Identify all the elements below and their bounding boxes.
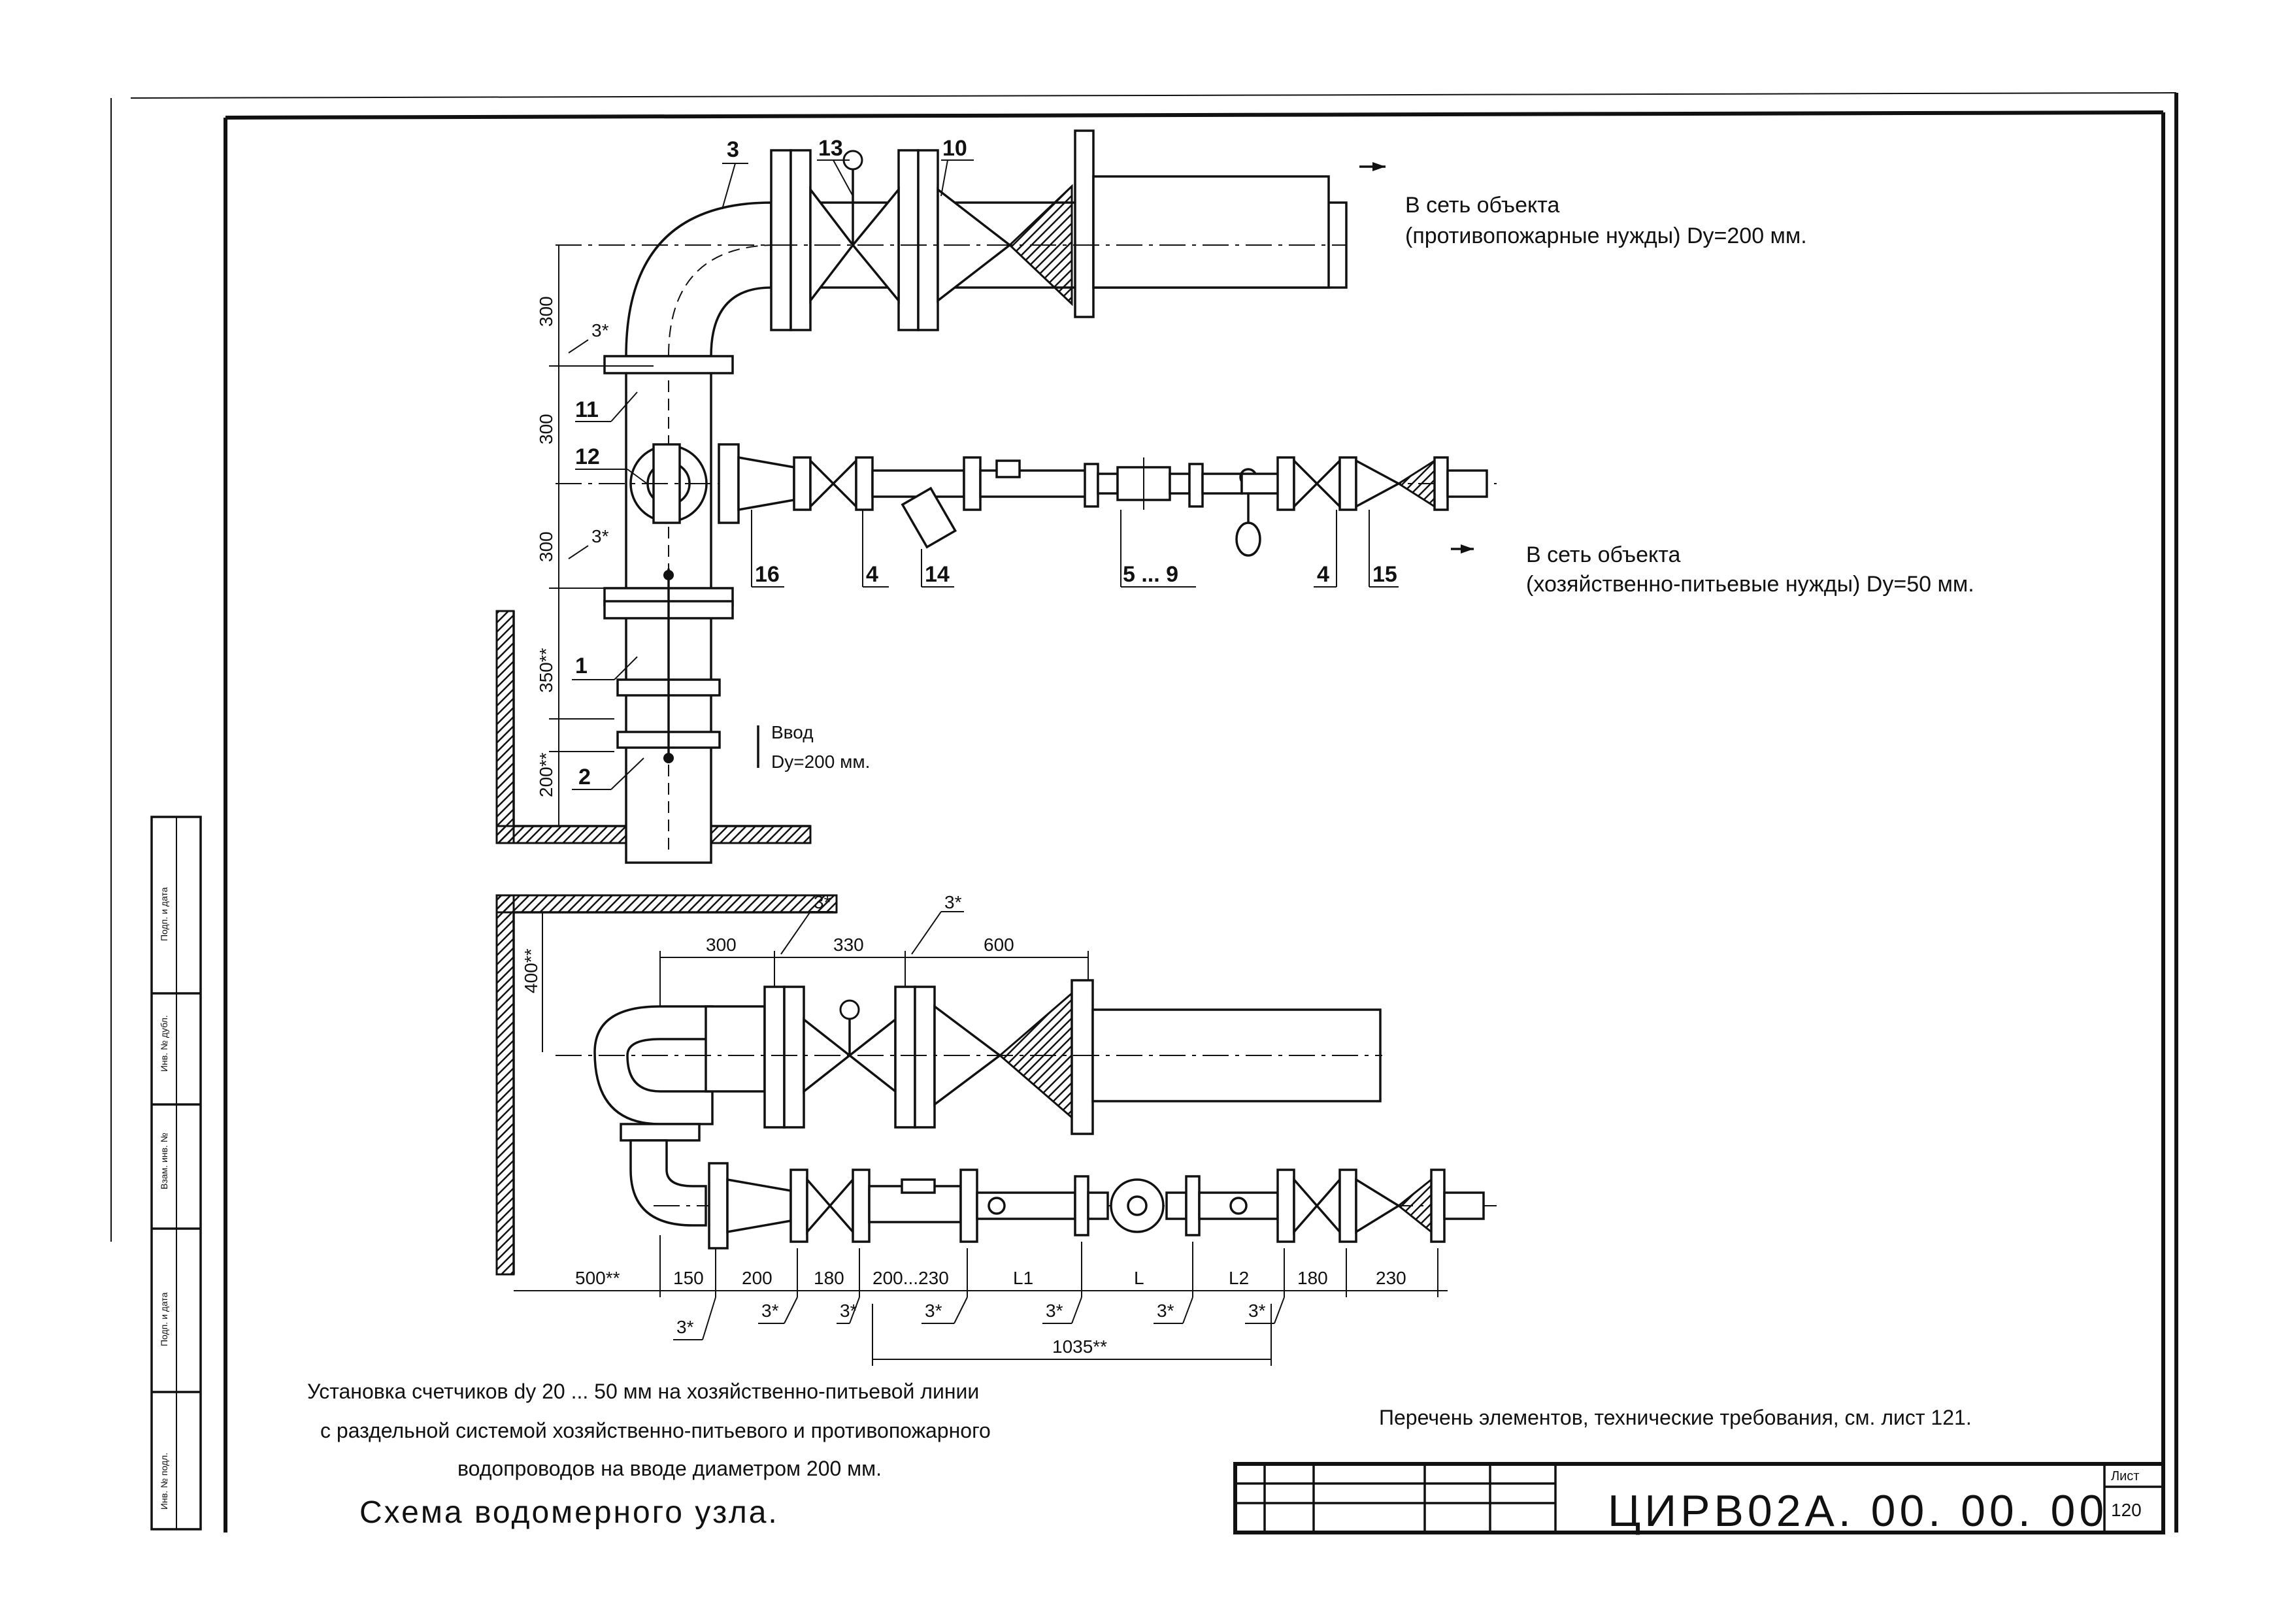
fire-outlet-line1: В сеть объекта (1405, 193, 1559, 218)
angle-row-5: 3* (1157, 1301, 1174, 1321)
caption-line1: Установка счетчиков dy 20 ... 50 мм на х… (307, 1380, 979, 1403)
dim-total: 1035** (1052, 1336, 1107, 1357)
dim-row-4: 200...230 (872, 1268, 949, 1288)
side-strip: Подп. и дата Инв. № дубл. Взам. инв. № П… (150, 816, 202, 1531)
strainer-15 (1397, 459, 1436, 508)
inlet-line2: Dy=200 мм. (771, 752, 870, 772)
dim-v3: 300 (536, 531, 556, 562)
label-2: 2 (578, 765, 591, 789)
label-16: 16 (755, 562, 780, 587)
caption-line2: с раздельной системой хозяйственно-питье… (320, 1419, 991, 1442)
label-14: 14 (925, 562, 950, 587)
label-3: 3 (727, 137, 739, 162)
flange-13a (770, 149, 792, 331)
filter-10 (937, 187, 1012, 303)
angle-top-b: 3* (944, 892, 962, 912)
flange-4b-2 (1338, 456, 1357, 511)
drawing-frame (110, 92, 2178, 1533)
inlet-line1: Ввод (771, 722, 814, 742)
wall-hatch (495, 610, 515, 844)
drink-outlet-line1: В сеть объекта (1526, 542, 1680, 567)
bottom-flange-b (1071, 979, 1094, 1135)
angle-row-4: 3* (1046, 1301, 1063, 1321)
dim-h600: 600 (984, 935, 1014, 955)
angle-row-1: 3* (761, 1301, 779, 1321)
bottom-ticks (659, 1235, 1438, 1297)
flange-4a-1 (793, 456, 812, 511)
dim-v1: 300 (536, 296, 556, 327)
dim-v2: 300 (536, 414, 556, 444)
dim-v4: 350** (536, 648, 556, 693)
flange-14 (963, 456, 982, 511)
label-11: 11 (575, 397, 599, 422)
flange-10 (1074, 129, 1095, 318)
dim-row-7: L2 (1229, 1268, 1249, 1288)
label-10: 10 (942, 136, 967, 161)
top-assembly: 3 13 10 11 12 1 2 300 300 300 350** 200*… (495, 129, 1974, 864)
dim-h300: 300 (706, 935, 737, 955)
label-1: 1 (575, 654, 588, 678)
label-4a: 4 (866, 562, 878, 587)
dim-h330: 330 (833, 935, 864, 955)
bottom-flange-a2 (894, 986, 916, 1129)
dim-row-2: 200 (742, 1268, 772, 1288)
angle-row-0: 3* (676, 1317, 694, 1337)
angle-row-3: 3* (925, 1301, 942, 1321)
angle-a: 3* (591, 320, 609, 340)
sheet-number: 120 (2111, 1500, 2142, 1520)
side-label-2: Инв. № дубл. (159, 1015, 169, 1072)
check-valve-handle (1235, 522, 1261, 557)
lower-flange (620, 1123, 701, 1142)
bend-3 (625, 201, 772, 357)
side-label-4: Подп. и дата (159, 1292, 169, 1346)
fire-outlet-line2: (противопожарные нужды) Dy=200 мм. (1405, 224, 1807, 248)
label-12: 12 (575, 444, 600, 469)
flange-4a-2 (855, 456, 874, 511)
u-bend (593, 1005, 714, 1125)
ceiling-hatch (495, 894, 838, 914)
flange-13b (897, 149, 920, 331)
side-label-3: Взам. инв. № (159, 1133, 169, 1189)
side-label-1: Подп. и дата (159, 887, 169, 941)
bottom-assembly: 300 330 600 3* 3* 400** 500** 150 200 18… (495, 892, 1497, 1366)
title-stamp: ЦИРВ02А. 00. 00. 00 Лист 120 (1233, 1462, 2165, 1536)
sheet-label: Лист (2111, 1469, 2139, 1483)
bottom-flange-a1 (763, 986, 786, 1129)
dim-row-9: 230 (1376, 1268, 1406, 1288)
meter-flange-1 (1084, 463, 1099, 508)
schema-title: Схема водомерного узла. (359, 1495, 779, 1530)
dim-row-5: L1 (1013, 1268, 1033, 1288)
dim-row-8: 180 (1297, 1268, 1328, 1288)
angle-b: 3* (591, 526, 609, 546)
caption-block: Установка счетчиков dy 20 ... 50 мм на х… (307, 1380, 991, 1530)
dim-row-6: L (1134, 1268, 1144, 1288)
side-label-5: Инв. № подл. (159, 1453, 169, 1510)
dim-row-0: 500** (575, 1268, 620, 1288)
reducer-16 (737, 456, 795, 512)
dim-row-3: 180 (814, 1268, 844, 1288)
dim-row-1: 150 (673, 1268, 704, 1288)
angle-row-6: 3* (1248, 1301, 1266, 1321)
strainer-14 (901, 486, 957, 549)
riser-flange-1 (603, 355, 734, 374)
drink-outlet-line2: (хозяйственно-питьевые нужды) Dy=50 мм. (1526, 572, 1974, 597)
elements-note: Перечень элементов, технические требован… (1379, 1406, 1972, 1429)
branch-flange-16 (718, 443, 740, 524)
caption-line3: водопроводов на вводе диаметром 200 мм. (457, 1457, 882, 1480)
lower-flange-1 (708, 1162, 729, 1250)
angle-top-a: 3* (814, 892, 831, 912)
document-code: ЦИРВ02А. 00. 00. 00 (1608, 1486, 2108, 1536)
dim-v400: 400** (521, 948, 541, 993)
label-5-9: 5 ... 9 (1123, 562, 1178, 587)
flange-15 (1433, 456, 1449, 511)
flange-4b-1 (1276, 456, 1295, 511)
label-13: 13 (818, 136, 843, 161)
wall-hatch-2 (495, 894, 515, 1276)
dim-v5: 200** (536, 752, 556, 797)
label-15: 15 (1372, 562, 1397, 587)
label-4b: 4 (1317, 562, 1329, 587)
